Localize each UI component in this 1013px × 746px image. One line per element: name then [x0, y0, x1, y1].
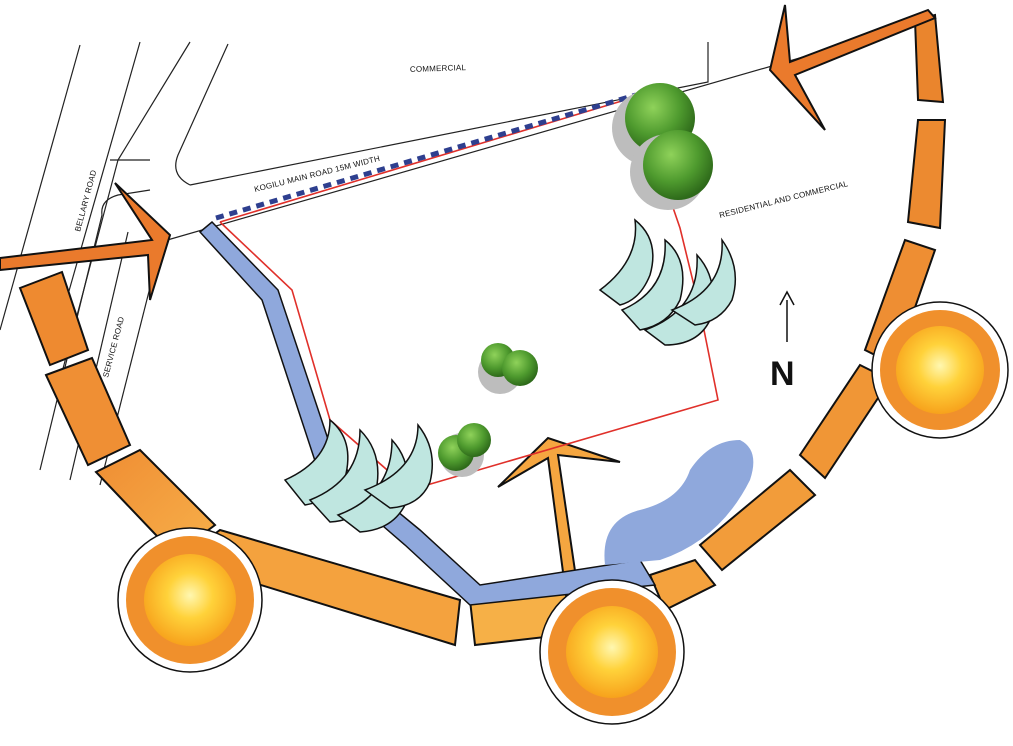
tree-icon	[438, 423, 491, 477]
wind-wave-icon	[620, 238, 684, 331]
north-arrow-icon	[779, 290, 795, 342]
wind-arrow-icon	[0, 182, 172, 301]
wind-wave-icon	[598, 218, 654, 306]
site-boundary	[215, 92, 719, 491]
trees	[438, 83, 713, 477]
sun-icon	[539, 579, 685, 725]
label-commercial: COMMERCIAL	[410, 63, 467, 74]
wind-waves-lower	[283, 418, 433, 533]
tree-icon	[478, 343, 538, 394]
wind-wave-icon	[363, 422, 433, 509]
road-frontage-dash	[215, 92, 637, 221]
north-label: N	[770, 355, 795, 393]
wind-waves-upper	[598, 218, 737, 346]
wind-arrow-icon	[768, 4, 937, 131]
wind-wave-icon	[670, 237, 737, 326]
sun-icon	[117, 527, 263, 673]
wind-arrow-icon	[497, 436, 621, 612]
label-residential: RESIDENTIAL AND COMMERCIAL	[718, 179, 849, 220]
wind-arrows	[0, 4, 937, 612]
tree-icon	[630, 130, 713, 210]
sun-icon	[871, 301, 1009, 439]
label-service-road: SERVICE ROAD	[101, 316, 126, 379]
